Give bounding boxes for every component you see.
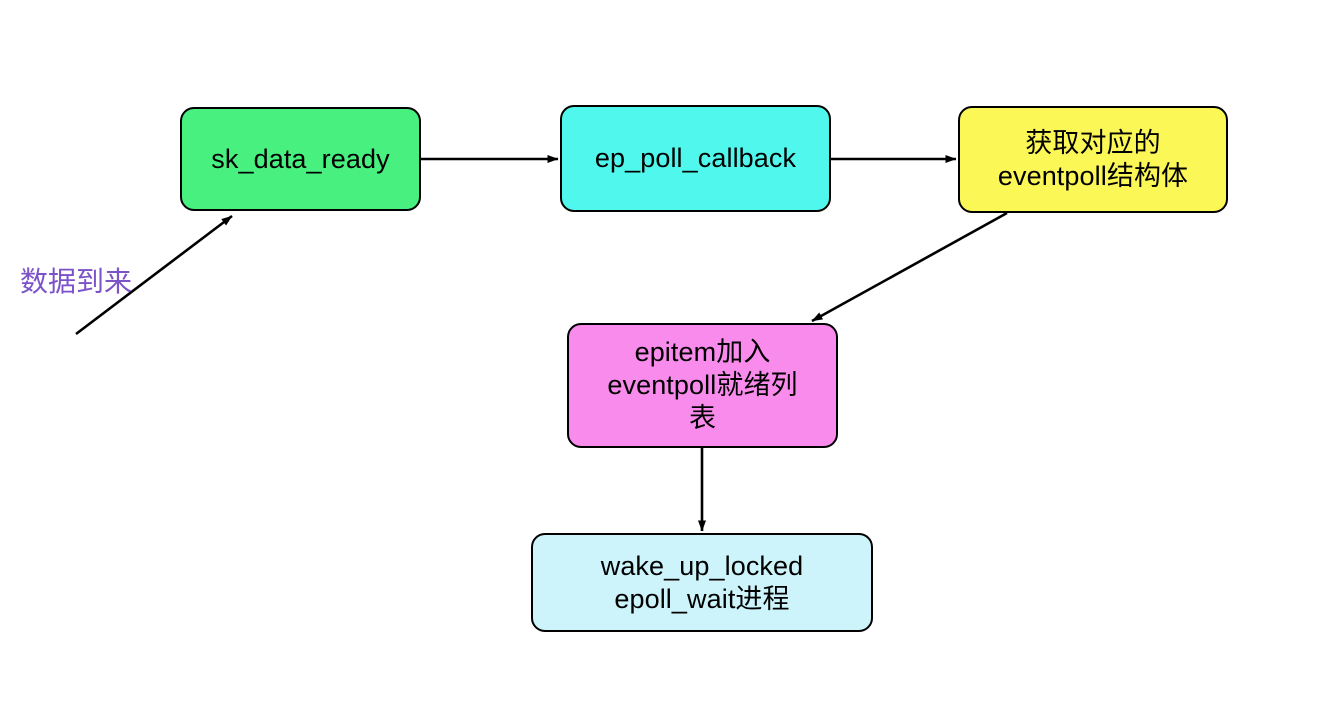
annotation-label: 数据到来 [20,266,133,297]
edge-eventpoll-to-epitem [811,211,1008,323]
node-label: sk_data_ready [211,143,390,174]
node-label: ep_poll_callback [594,143,797,174]
node-label: wake_up_locked epoll_wait进程 [600,550,804,614]
node-get-eventpoll[interactable]: 获取对应的 eventpoll结构体 [958,106,1228,213]
annotation-data-arrives: 数据到来 [20,265,132,299]
node-label: 获取对应的 eventpoll结构体 [997,127,1189,191]
node-wake-up-locked[interactable]: wake_up_locked epoll_wait进程 [531,533,873,632]
node-epitem-ready-list[interactable]: epitem加入 eventpoll就绪列 表 [567,323,838,448]
node-ep-poll-callback[interactable]: ep_poll_callback [560,105,831,212]
node-sk-data-ready[interactable]: sk_data_ready [180,107,421,211]
node-label: epitem加入 eventpoll就绪列 表 [607,337,798,433]
